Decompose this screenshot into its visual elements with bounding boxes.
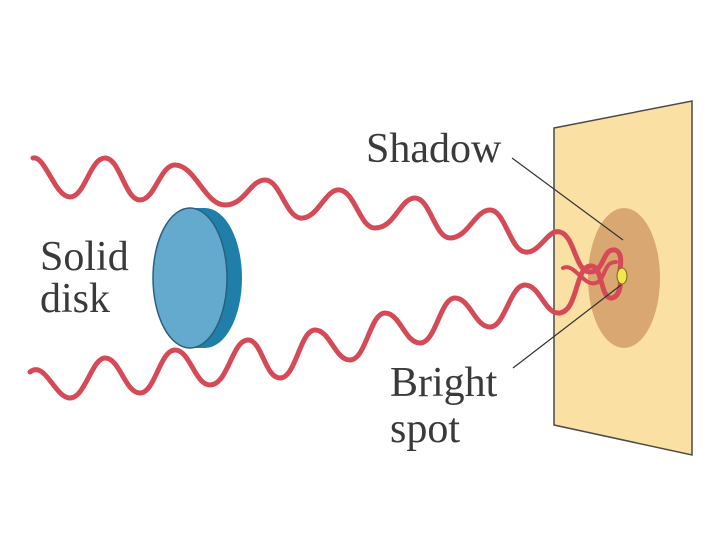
lower-wave <box>27 263 623 401</box>
solid-disk-label-line2: disk <box>40 276 110 322</box>
solid-disk <box>152 207 242 349</box>
solid-disk-label-line1: Solid <box>40 234 129 280</box>
wave-squiggle <box>561 260 618 286</box>
bright-spot-pointer-line <box>512 284 622 369</box>
shadow-pointer-line <box>511 157 624 241</box>
bright-spot <box>616 267 628 285</box>
bright-spot-label-line2: spot <box>390 406 460 452</box>
shadow-label: Shadow <box>366 126 502 172</box>
bright-spot-label-line1: Bright <box>390 360 498 406</box>
upper-wave <box>30 155 624 275</box>
